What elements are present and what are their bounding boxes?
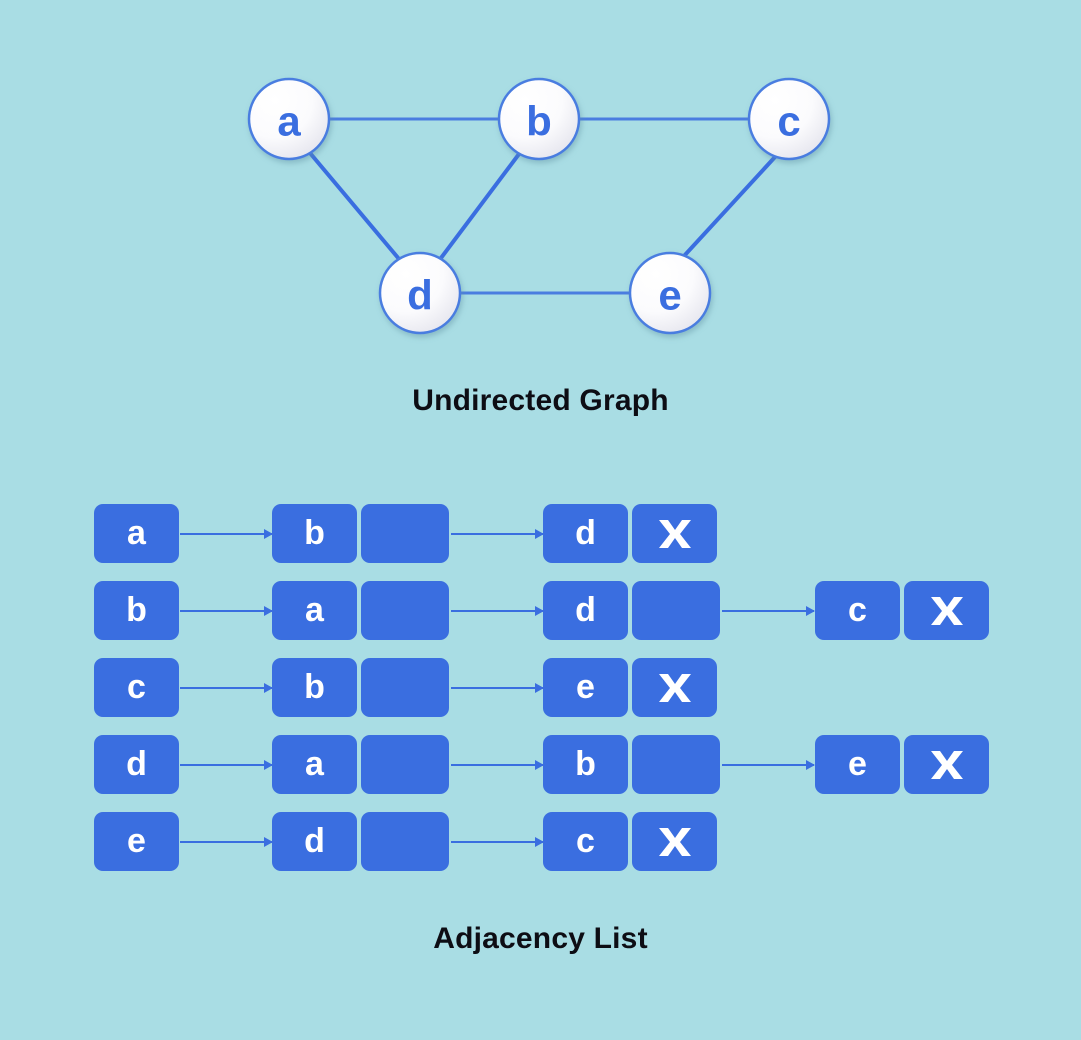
- adjacency-head-label-a: a: [127, 513, 146, 552]
- graph-node-a-label: a: [277, 98, 301, 145]
- adjacency-node-label-a-1: d: [575, 513, 596, 552]
- adjacency-node-pointer-c-0[interactable]: [361, 658, 449, 717]
- adjacency-node-label-e-0: d: [304, 821, 325, 860]
- adjacency-node-label-b-1: d: [575, 590, 596, 629]
- graph-node-d-circle[interactable]: [378, 251, 462, 335]
- adjacency-head-label-d: d: [126, 744, 147, 783]
- adjacency-arrow-d-2: [722, 760, 815, 770]
- adjacency-node-pointer-b-0[interactable]: [361, 581, 449, 640]
- adjacency-head-cell-a[interactable]: a: [94, 504, 179, 563]
- adjacency-node-value-b-0[interactable]: a: [272, 581, 357, 640]
- null-pointer-icon: [658, 673, 692, 703]
- adjacency-node-value-d-1[interactable]: b: [543, 735, 628, 794]
- graph-node-c[interactable]: c: [747, 77, 831, 161]
- adjacency-node-label-d-2: e: [848, 744, 867, 783]
- adjacency-node-label-c-0: b: [304, 667, 325, 706]
- graph-node-e[interactable]: e: [628, 251, 712, 335]
- adjacency-head-cell-d[interactable]: d: [94, 735, 179, 794]
- adjacency-node-value-b-1[interactable]: d: [543, 581, 628, 640]
- adjacency-node-label-b-0: a: [305, 590, 324, 629]
- adjacency-node-value-a-0[interactable]: b: [272, 504, 357, 563]
- adjacency-node-pointer-e-0[interactable]: [361, 812, 449, 871]
- adjacency-list-caption: Adjacency List: [433, 922, 648, 955]
- adjacency-node-pointer-d-0[interactable]: [361, 735, 449, 794]
- undirected-graph-figure: a b c d e Undirect: [0, 0, 1081, 440]
- graph-nodes: a b c d e: [247, 77, 831, 335]
- adjacency-node-label-c-1: e: [576, 667, 595, 706]
- adjacency-null-cell-a[interactable]: [632, 504, 717, 563]
- graph-node-b-circle[interactable]: [497, 77, 581, 161]
- graph-node-b-label: b: [526, 98, 552, 145]
- adjacency-arrow-e-0: [180, 837, 273, 847]
- null-pointer-icon: [930, 750, 964, 780]
- adjacency-node-label-b-2: c: [848, 590, 867, 629]
- adjacency-head-label-b: b: [126, 590, 147, 629]
- adjacency-node-value-b-2[interactable]: c: [815, 581, 900, 640]
- adjacency-arrow-a-1: [451, 529, 544, 539]
- adjacency-arrow-c-1: [451, 683, 544, 693]
- graph-node-d-label: d: [407, 272, 433, 319]
- graph-svg: a b c d e: [247, 77, 831, 335]
- adjacency-node-value-a-1[interactable]: d: [543, 504, 628, 563]
- graph-edge-b-d: [439, 152, 521, 260]
- graph-edge-a-d: [308, 151, 401, 261]
- adjacency-head-cell-e[interactable]: e: [94, 812, 179, 871]
- adjacency-head-label-e: e: [127, 821, 146, 860]
- adjacency-node-label-d-0: a: [305, 744, 324, 783]
- adjacency-head-cell-b[interactable]: b: [94, 581, 179, 640]
- adjacency-node-label-e-1: c: [576, 821, 595, 860]
- adjacency-arrow-a-0: [180, 529, 273, 539]
- adjacency-node-label-a-0: b: [304, 513, 325, 552]
- graph-node-e-label: e: [658, 272, 681, 319]
- graph-node-d[interactable]: d: [378, 251, 462, 335]
- adjacency-node-value-e-1[interactable]: c: [543, 812, 628, 871]
- graph-node-b[interactable]: b: [497, 77, 581, 161]
- graph-edge-c-e: [682, 155, 777, 258]
- adjacency-null-cell-b[interactable]: [904, 581, 989, 640]
- null-pointer-icon: [930, 596, 964, 626]
- adjacency-head-cell-c[interactable]: c: [94, 658, 179, 717]
- adjacency-null-cell-c[interactable]: [632, 658, 717, 717]
- graph-node-e-circle[interactable]: [628, 251, 712, 335]
- adjacency-node-value-c-0[interactable]: b: [272, 658, 357, 717]
- adjacency-head-label-c: c: [127, 667, 146, 706]
- adjacency-arrow-e-1: [451, 837, 544, 847]
- adjacency-arrow-b-0: [180, 606, 273, 616]
- adjacency-arrow-d-0: [180, 760, 273, 770]
- adjacency-arrow-b-1: [451, 606, 544, 616]
- graph-node-a[interactable]: a: [247, 77, 331, 161]
- adjacency-node-pointer-a-0[interactable]: [361, 504, 449, 563]
- adjacency-node-pointer-d-1[interactable]: [632, 735, 720, 794]
- null-pointer-icon: [658, 827, 692, 857]
- adjacency-arrow-b-2: [722, 606, 815, 616]
- adjacency-node-label-d-1: b: [575, 744, 596, 783]
- adjacency-arrow-d-1: [451, 760, 544, 770]
- adjacency-node-value-d-0[interactable]: a: [272, 735, 357, 794]
- adjacency-node-value-d-2[interactable]: e: [815, 735, 900, 794]
- graph-node-c-circle[interactable]: [747, 77, 831, 161]
- adjacency-node-value-c-1[interactable]: e: [543, 658, 628, 717]
- graph-node-a-circle[interactable]: [247, 77, 331, 161]
- undirected-graph-caption: Undirected Graph: [412, 384, 669, 417]
- adjacency-arrow-c-0: [180, 683, 273, 693]
- adjacency-node-value-e-0[interactable]: d: [272, 812, 357, 871]
- graph-edges: [308, 117, 777, 295]
- graph-node-c-label: c: [777, 98, 800, 145]
- adjacency-null-cell-d[interactable]: [904, 735, 989, 794]
- adjacency-node-pointer-b-1[interactable]: [632, 581, 720, 640]
- null-pointer-icon: [658, 519, 692, 549]
- adjacency-null-cell-e[interactable]: [632, 812, 717, 871]
